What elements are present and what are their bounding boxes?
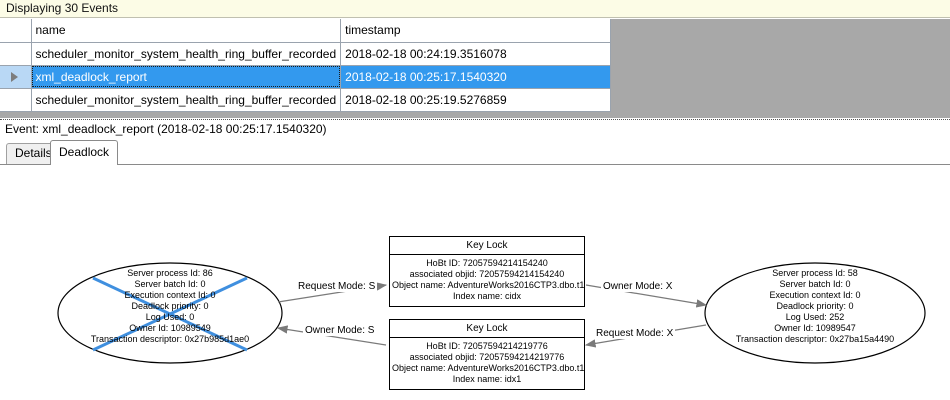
- process-right-line-4: Log Used: 252: [785, 312, 845, 322]
- resource-node-key-lock-bottom[interactable]: Key Lock HoBt ID: 72057594214219776 asso…: [389, 319, 585, 390]
- process-node-right-text: Server process Id: 58 Server batch Id: 0…: [705, 268, 925, 345]
- process-left-line-5: Owner Id: 10989549: [129, 323, 211, 333]
- table-row[interactable]: scheduler_monitor_system_health_ring_buf…: [0, 88, 612, 112]
- resource-node-key-lock-top[interactable]: Key Lock HoBt ID: 72057594214154240 asso…: [389, 236, 585, 307]
- edge-label-owner-mode-s: Owner Mode: S: [303, 325, 377, 336]
- cell-timestamp[interactable]: 2018-02-18 00:25:19.5276859: [340, 88, 612, 112]
- table-row[interactable]: scheduler_monitor_system_health_ring_buf…: [0, 42, 612, 66]
- deadlock-graph-svg: [57, 262, 926, 364]
- process-left-line-1: Server batch Id: 0: [134, 279, 206, 289]
- events-table: name timestamp scheduler_monitor_system_…: [0, 19, 612, 112]
- key-lock-bottom-title: Key Lock: [390, 320, 584, 338]
- key-lock-bottom-line-2: Object name: AdventureWorks2016CTP3.dbo.…: [392, 363, 585, 373]
- process-left-line-2: Execution context Id: 0: [124, 290, 216, 300]
- row-selector-cell[interactable]: [0, 65, 32, 89]
- column-header-timestamp[interactable]: timestamp: [340, 19, 612, 43]
- row-selector-cell[interactable]: [0, 88, 32, 112]
- process-right-line-3: Deadlock priority: 0: [776, 301, 854, 311]
- process-right-line-6: Transaction descriptor: 0x27ba15a4490: [735, 334, 895, 344]
- cell-name[interactable]: scheduler_monitor_system_health_ring_buf…: [31, 42, 342, 66]
- key-lock-top-line-2: Object name: AdventureWorks2016CTP3.dbo.…: [392, 280, 585, 290]
- process-left-line-6: Transaction descriptor: 0x27b985d1ae0: [90, 334, 250, 344]
- process-right-line-1: Server batch Id: 0: [779, 279, 851, 289]
- key-lock-bottom-line-1: associated objid: 72057594214219776: [409, 352, 565, 362]
- key-lock-bottom-line-3: Index name: idx1: [452, 374, 522, 384]
- cell-name[interactable]: xml_deadlock_report: [31, 65, 342, 89]
- table-row[interactable]: xml_deadlock_report 2018-02-18 00:25:17.…: [0, 65, 612, 89]
- process-right-line-2: Execution context Id: 0: [769, 290, 861, 300]
- process-node-right-ellipse[interactable]: [704, 262, 926, 364]
- process-right-line-0: Server process Id: 58: [772, 268, 858, 278]
- cell-name[interactable]: scheduler_monitor_system_health_ring_buf…: [31, 88, 342, 112]
- key-lock-top-line-3: Index name: cidx: [452, 291, 522, 301]
- current-row-arrow-icon: [11, 71, 18, 82]
- process-left-line-3: Deadlock priority: 0: [131, 301, 209, 311]
- edge-label-request-mode-s: Request Mode: S: [296, 281, 378, 292]
- tab-deadlock[interactable]: Deadlock: [50, 140, 119, 165]
- edge-label-request-mode-x: Request Mode: X: [594, 328, 676, 339]
- tab-strip: Details Deadlock: [0, 140, 950, 165]
- process-node-left-text: Server process Id: 86 Server batch Id: 0…: [60, 268, 280, 345]
- edge-label-owner-mode-x: Owner Mode: X: [601, 281, 675, 292]
- process-left-line-0: Server process Id: 86: [127, 268, 213, 278]
- column-header-selector: [0, 19, 32, 43]
- column-header-name[interactable]: name: [31, 19, 342, 43]
- key-lock-top-body: HoBt ID: 72057594214154240 associated ob…: [390, 255, 584, 306]
- event-header-label: Event: xml_deadlock_report (2018-02-18 0…: [0, 119, 950, 138]
- edge-owner-s-line: [276, 325, 387, 346]
- key-lock-top-line-1: associated objid: 72057594214154240: [409, 269, 565, 279]
- table-header-row: name timestamp: [0, 19, 612, 43]
- events-status-banner: Displaying 30 Events: [0, 0, 950, 18]
- process-left-line-4: Log Used: 0: [145, 312, 195, 322]
- key-lock-bottom-body: HoBt ID: 72057594214219776 associated ob…: [390, 338, 584, 389]
- deadlock-graph-canvas[interactable]: Server process Id: 86 Server batch Id: 0…: [0, 164, 950, 400]
- key-lock-top-line-0: HoBt ID: 72057594214154240: [426, 258, 548, 268]
- victim-cross-stroke-2: [92, 276, 248, 352]
- row-selector-cell[interactable]: [0, 42, 32, 66]
- cell-timestamp[interactable]: 2018-02-18 00:25:17.1540320: [340, 65, 612, 89]
- key-lock-bottom-line-0: HoBt ID: 72057594214219776: [426, 341, 548, 351]
- cell-timestamp[interactable]: 2018-02-18 00:24:19.3516078: [340, 42, 612, 66]
- events-grid[interactable]: name timestamp scheduler_monitor_system_…: [0, 19, 950, 118]
- key-lock-top-title: Key Lock: [390, 237, 584, 255]
- process-right-line-5: Owner Id: 10989547: [774, 323, 856, 333]
